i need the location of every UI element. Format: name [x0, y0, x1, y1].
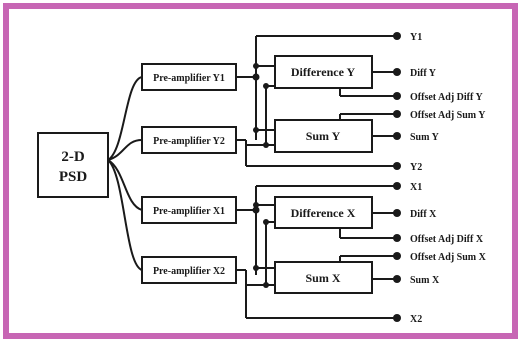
- boxes: [37, 55, 373, 294]
- diff-x-label: Difference X: [291, 206, 356, 220]
- diff-y-box: [274, 55, 373, 89]
- output-label-offset-sum-y: Offset Adj Sum Y: [410, 110, 486, 121]
- preamp-x1-label: Pre-amplifier X1: [153, 206, 225, 217]
- preamp-y2-box: [141, 126, 237, 154]
- output-label-sum-x: Sum X: [410, 275, 440, 286]
- preamp-y1-box: [141, 63, 237, 91]
- terminal-sum-x: [393, 275, 401, 283]
- sum-y-label: Sum Y: [306, 129, 341, 143]
- terminal-sum-y: [393, 132, 401, 140]
- wire-psd-y1: [107, 76, 143, 161]
- output-label-y2: Y2: [410, 162, 422, 173]
- sum-y-box: [274, 119, 373, 153]
- diagram-frame: [3, 3, 518, 339]
- terminal-diff-x: [393, 209, 401, 217]
- terminal-offset-diff-y: [393, 92, 401, 100]
- terminal-offset-diff-x: [393, 234, 401, 242]
- diff-x-box: [274, 196, 373, 229]
- preamp-y2-label: Pre-amplifier Y2: [153, 136, 225, 147]
- output-label-offset-sum-x: Offset Adj Sum X: [410, 252, 487, 263]
- output-label-sum-y: Sum Y: [410, 132, 440, 143]
- terminal-y1: [393, 32, 401, 40]
- psd-label-line1: 2-D: [61, 149, 84, 165]
- preamp-x2-box: [141, 256, 237, 284]
- terminal-offset-sum-y: [393, 110, 401, 118]
- diff-y-label: Difference Y: [291, 65, 356, 79]
- output-label-x1: X1: [410, 182, 422, 193]
- wire-psd-x2: [107, 159, 143, 271]
- output-label-y1: Y1: [410, 32, 422, 43]
- output-label-diff-y: Diff Y: [410, 68, 437, 79]
- preamp-y1-label: Pre-amplifier Y1: [153, 73, 225, 84]
- psd-box: [37, 132, 109, 198]
- output-label-x2: X2: [410, 314, 422, 325]
- junction-dots: [252, 63, 269, 288]
- output-label-offset-diff-y: Offset Adj Diff Y: [410, 92, 483, 103]
- output-label-diff-x: Diff X: [410, 209, 437, 220]
- terminal-offset-sum-x: [393, 252, 401, 260]
- sum-x-label: Sum X: [305, 271, 340, 285]
- connection-wires: [107, 35, 397, 319]
- terminal-x2: [393, 314, 401, 322]
- terminal-diff-y: [393, 68, 401, 76]
- wire-psd-y2: [107, 139, 143, 161]
- output-terminals: [393, 32, 401, 322]
- output-label-offset-diff-x: Offset Adj Diff X: [410, 234, 484, 245]
- wire-psd-x1: [107, 159, 143, 211]
- preamp-x2-label: Pre-amplifier X2: [153, 266, 225, 277]
- terminal-y2: [393, 162, 401, 170]
- terminal-x1: [393, 182, 401, 190]
- sum-x-box: [274, 261, 373, 294]
- preamp-x1-box: [141, 196, 237, 224]
- psd-label-line2: PSD: [59, 169, 88, 185]
